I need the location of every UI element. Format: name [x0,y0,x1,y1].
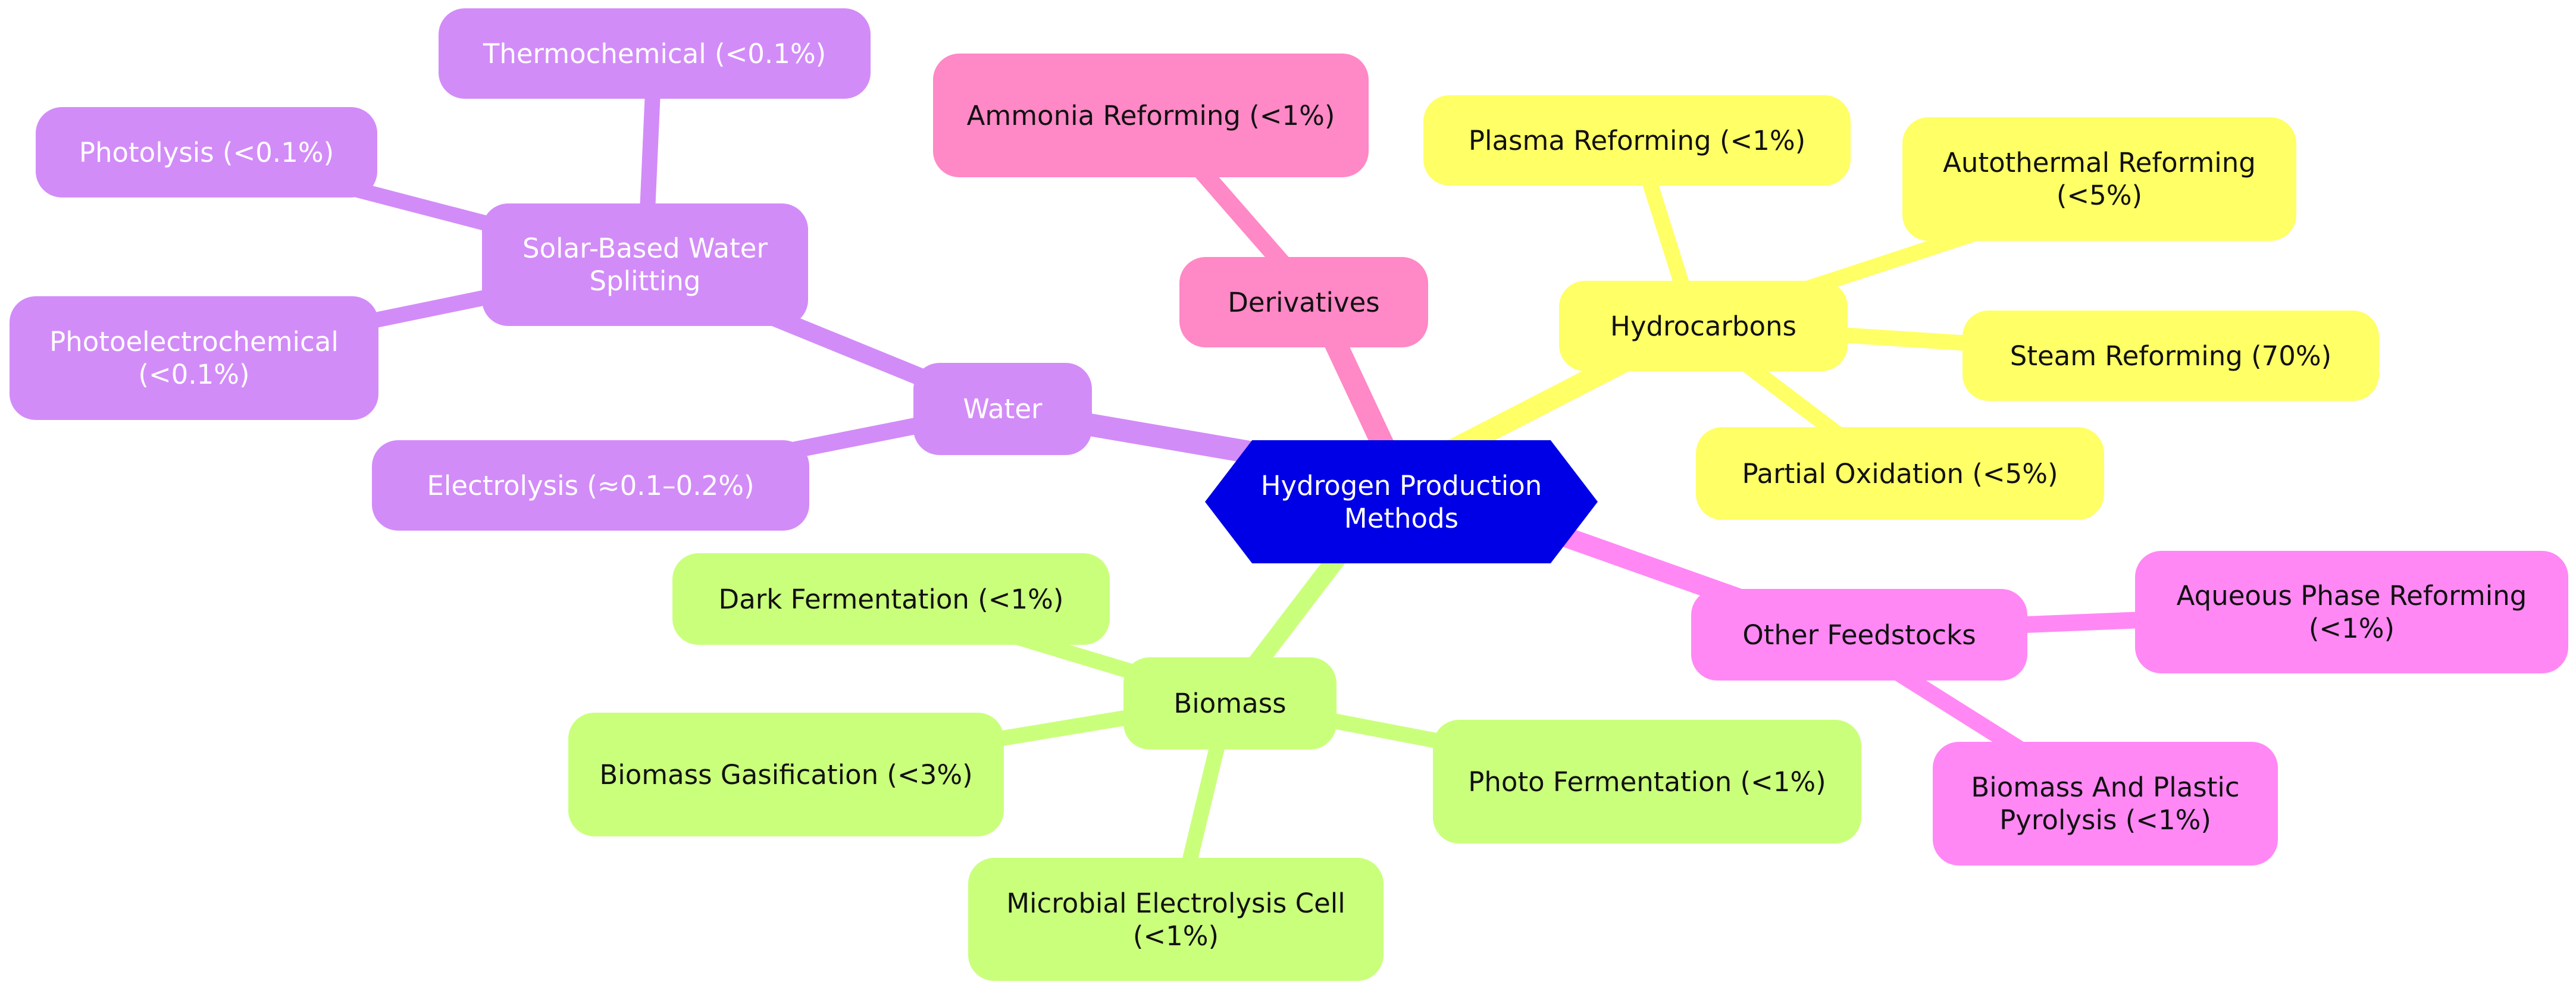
node-steam-reforming[interactable]: Steam Reforming (70%) [1962,311,2379,401]
root-node[interactable]: Hydrogen Production Methods [1205,440,1598,563]
node-autothermal-reforming[interactable]: Autothermal Reforming (<5%) [1902,117,2296,241]
node-photoelectrochemical[interactable]: Photoelectrochemical (<0.1%) [10,296,378,420]
node-biomass-plastic-pyrolysis[interactable]: Biomass And Plastic Pyrolysis (<1%) [1933,742,2278,866]
node-derivatives[interactable]: Derivatives [1179,257,1428,347]
node-other-feedstocks[interactable]: Other Feedstocks [1691,589,2027,681]
node-partial-oxidation[interactable]: Partial Oxidation (<5%) [1696,427,2104,520]
node-plasma-reforming[interactable]: Plasma Reforming (<1%) [1423,95,1851,186]
node-dark-fermentation[interactable]: Dark Fermentation (<1%) [672,553,1110,645]
node-biomass[interactable]: Biomass [1123,657,1336,750]
node-electrolysis[interactable]: Electrolysis (≈0.1–0.2%) [372,440,809,531]
node-microbial-electrolysis-cell[interactable]: Microbial Electrolysis Cell (<1%) [968,858,1384,981]
node-hydrocarbons[interactable]: Hydrocarbons [1559,281,1848,371]
node-photolysis[interactable]: Photolysis (<0.1%) [36,107,377,197]
node-aqueous-phase-reforming[interactable]: Aqueous Phase Reforming (<1%) [2135,551,2568,673]
node-photo-fermentation[interactable]: Photo Fermentation (<1%) [1433,720,1861,844]
node-thermochemical[interactable]: Thermochemical (<0.1%) [439,8,871,99]
node-biomass-gasification[interactable]: Biomass Gasification (<3%) [568,713,1004,836]
node-ammonia-reforming[interactable]: Ammonia Reforming (<1%) [933,54,1369,177]
node-solar-water-splitting[interactable]: Solar-Based Water Splitting [482,203,808,326]
node-water[interactable]: Water [913,363,1092,455]
